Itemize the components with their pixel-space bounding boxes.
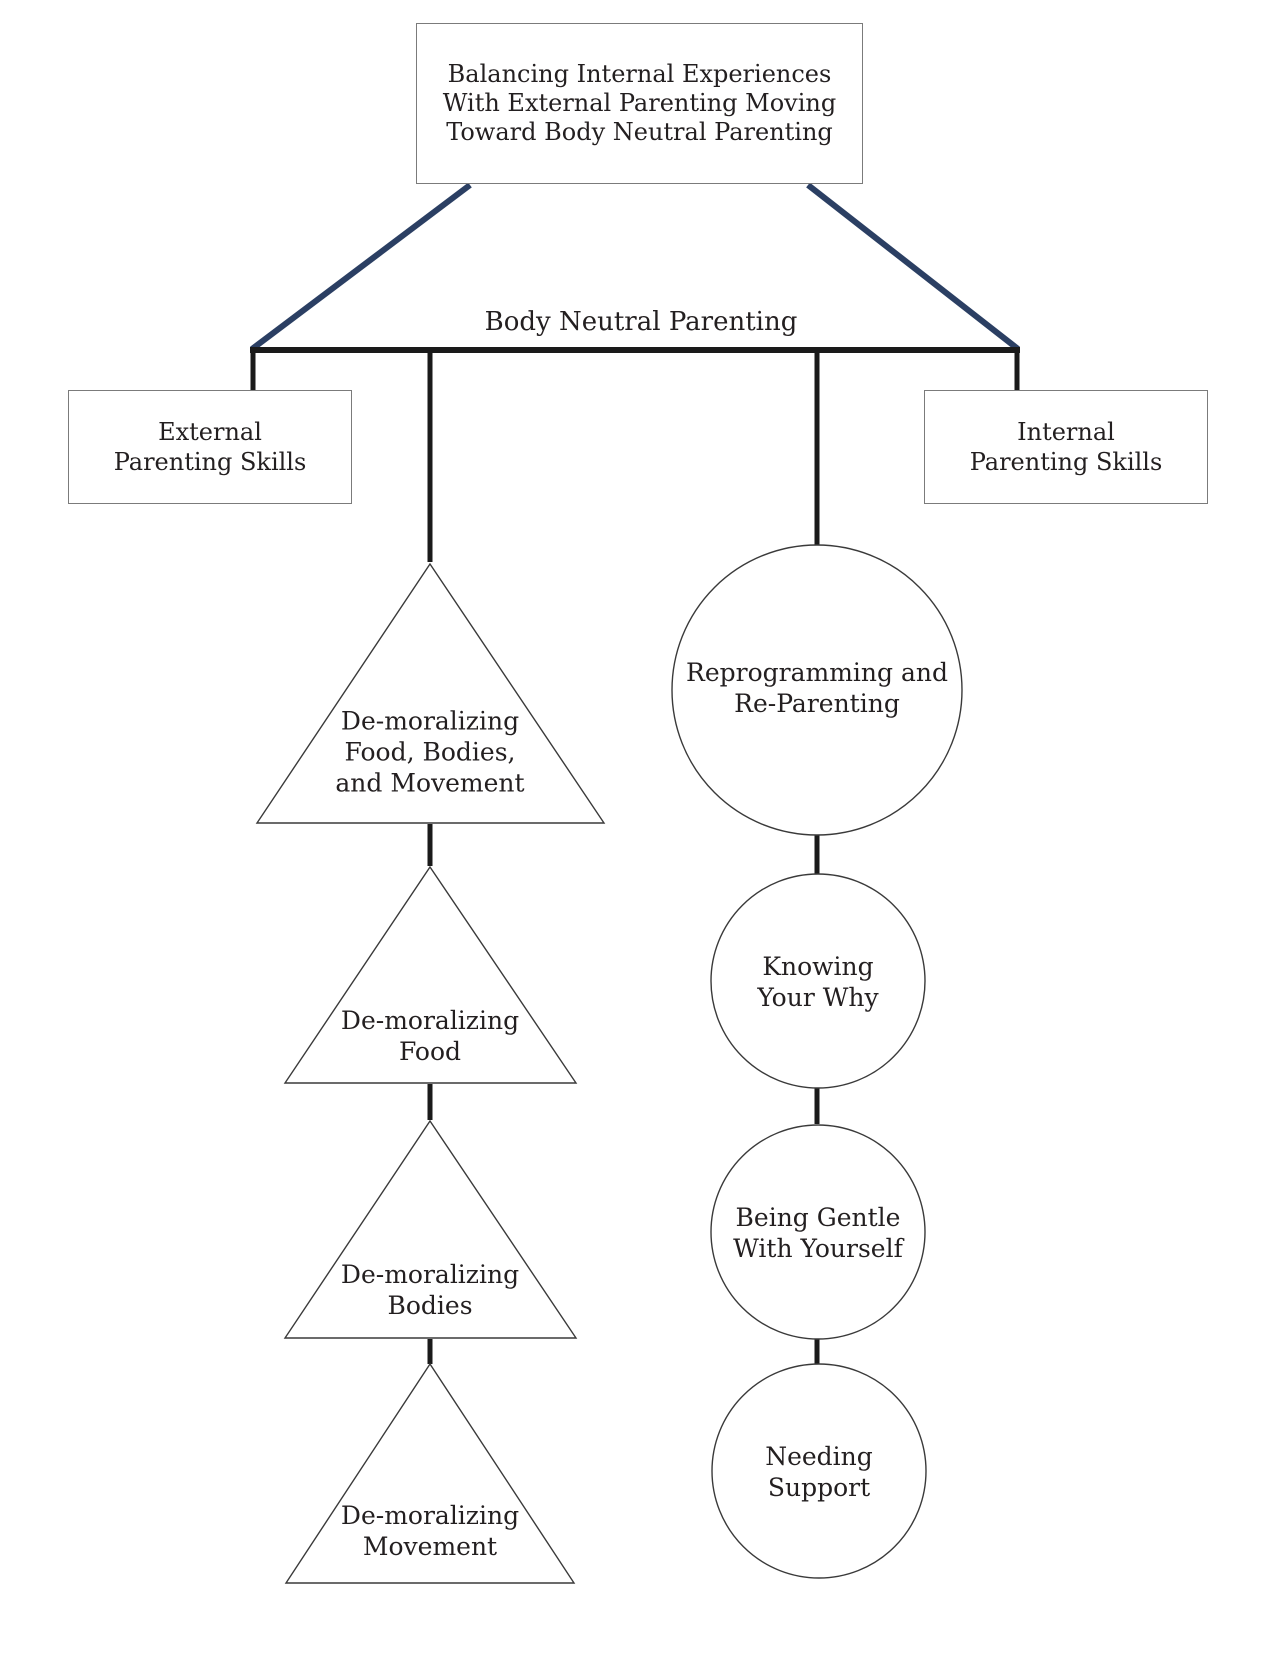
circle-needing-support bbox=[711, 1363, 927, 1579]
internal-parenting-skills-box: Internal Parenting Skills bbox=[924, 390, 1208, 504]
right-diagonal-connector bbox=[806, 182, 1020, 352]
triangle-1-label: De-moralizing Food, Bodies, and Movement bbox=[335, 706, 525, 798]
triangle-demoralizing-food-bodies-movement bbox=[255, 562, 606, 824]
circle-being-gentle-with-yourself bbox=[710, 1124, 926, 1340]
triangle-demoralizing-movement bbox=[284, 1362, 576, 1584]
external-parenting-skills-label: External Parenting Skills bbox=[113, 418, 307, 476]
triangle-4-label: De-moralizing Movement bbox=[340, 1501, 520, 1561]
circle-1-label: Reprogramming and Re-Parenting bbox=[686, 658, 948, 718]
root-title-text: Balancing Internal Experiences With Exte… bbox=[442, 60, 837, 146]
triangle-demoralizing-food bbox=[283, 865, 578, 1084]
root-title-box: Balancing Internal Experiences With Exte… bbox=[416, 23, 863, 184]
trunk-label: Body Neutral Parenting bbox=[484, 307, 798, 337]
circle-3-label: Being Gentle With Yourself bbox=[733, 1203, 903, 1263]
internal-parenting-skills-label: Internal Parenting Skills bbox=[969, 418, 1163, 476]
circle-reprogramming-reparenting bbox=[671, 544, 963, 836]
triangle-demoralizing-bodies bbox=[283, 1119, 578, 1339]
circle-4-label: Needing Support bbox=[765, 1442, 873, 1502]
triangle-3-label: De-moralizing Bodies bbox=[340, 1260, 520, 1320]
triangle-2-label: De-moralizing Food bbox=[340, 1006, 520, 1066]
circle-2-label: Knowing Your Why bbox=[757, 952, 879, 1012]
circle-knowing-your-why bbox=[710, 873, 926, 1089]
external-parenting-skills-box: External Parenting Skills bbox=[68, 390, 352, 504]
left-diagonal-connector bbox=[250, 182, 472, 352]
